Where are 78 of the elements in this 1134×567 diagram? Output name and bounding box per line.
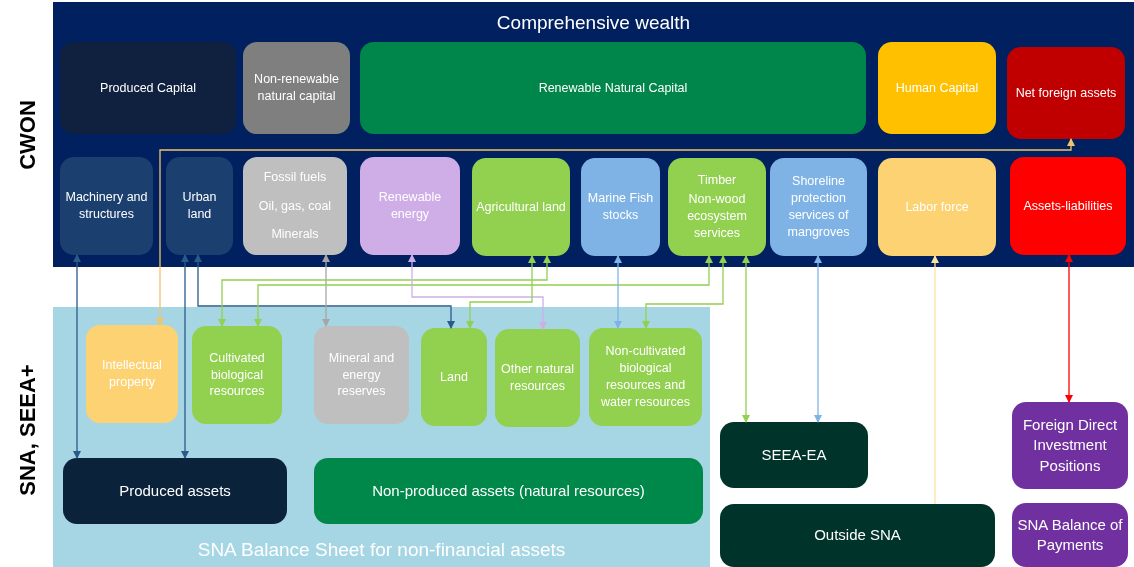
box-label: Machinery and structures [64,189,149,223]
box-label: Outside SNA [814,525,901,546]
box-label: Produced Capital [100,79,196,97]
connector-arrow [642,255,727,329]
category-box [60,157,153,255]
category-box [720,504,995,567]
box-label: Urban land [181,189,218,223]
connector-arrow [408,254,547,330]
box-label: Marine Fish stocks [586,190,655,224]
category-box [314,326,409,424]
category-box [1010,157,1126,255]
category-box [878,158,996,256]
box-label: Non-produced assets (natural resources) [372,480,645,501]
box-label: Renewable Natural Capital [538,79,688,97]
group-panel [53,2,1134,267]
category-box [63,458,287,524]
category-box [770,158,867,256]
box-label: Shoreline protection services of mangroves [786,173,851,241]
box-label: Non-cultivated biological resources and water resources [600,343,691,411]
connector-arrow [254,255,713,327]
category-box [421,328,487,426]
panel-title: Comprehensive wealth [496,11,691,35]
section-label: SNA, SEEA+ [15,364,41,496]
category-box [668,158,766,256]
box-label: Foreign Direct Investment Positions [1021,415,1119,476]
box-label: Oil, gas, coal [258,197,332,215]
box-label: Assets-liabilities [1023,197,1113,215]
box-label: Renewable energy [377,189,443,223]
box-label: SEEA-EA [761,444,827,465]
box-label: Other natural resources [500,361,575,395]
category-box [360,42,866,134]
box-label: Land [440,368,468,386]
category-box [60,42,236,134]
box-label: SNA Balance of Payments [1016,514,1124,555]
category-box [243,157,347,255]
box-label: Net foreign assets [1015,84,1117,102]
connector-arrow [466,255,536,329]
category-box [166,157,233,255]
connector-arrow [218,255,551,327]
connector-arrow [1065,254,1073,403]
box-label: Mineral and energy reserves [327,349,396,401]
box-label: Labor force [905,198,969,216]
box-label: Non-wood ecosystem services [686,191,748,242]
category-box [86,325,178,423]
category-box [878,42,996,134]
connector-arrow [742,255,750,423]
category-box [589,328,702,426]
box-label: Minerals [271,226,319,244]
panel-title: SNA Balance Sheet for non-financial assets [197,538,566,563]
section-label: CWON [15,100,41,170]
category-box [1007,47,1125,139]
box-label: Cultivated biological resources [208,349,266,401]
category-box [243,42,350,134]
connector-arrow [73,254,81,459]
connector-arrow [194,254,455,329]
category-box [192,326,282,424]
category-box [495,329,580,427]
connector-arrow [322,254,330,327]
box-label: Human Capital [895,79,979,97]
category-box [1012,402,1128,489]
connector-arrow [181,254,189,459]
box-label: Produced assets [119,480,231,501]
group-panel [53,307,710,567]
connector-arrow [931,255,939,505]
connector-arrow [156,138,1075,326]
category-box [360,157,460,255]
category-box [720,422,868,488]
category-box [1012,503,1128,567]
category-box [314,458,703,524]
box-label: Timber [697,172,737,190]
connector-arrow [814,255,822,423]
category-box [581,158,660,256]
category-box [472,158,570,256]
box-label: Agricultural land [476,198,566,216]
connector-arrow [614,255,622,329]
box-label: Non-renewable natural capital [253,71,340,105]
box-label: Intellectual property [101,357,163,391]
box-label: Fossil fuels [263,168,327,186]
